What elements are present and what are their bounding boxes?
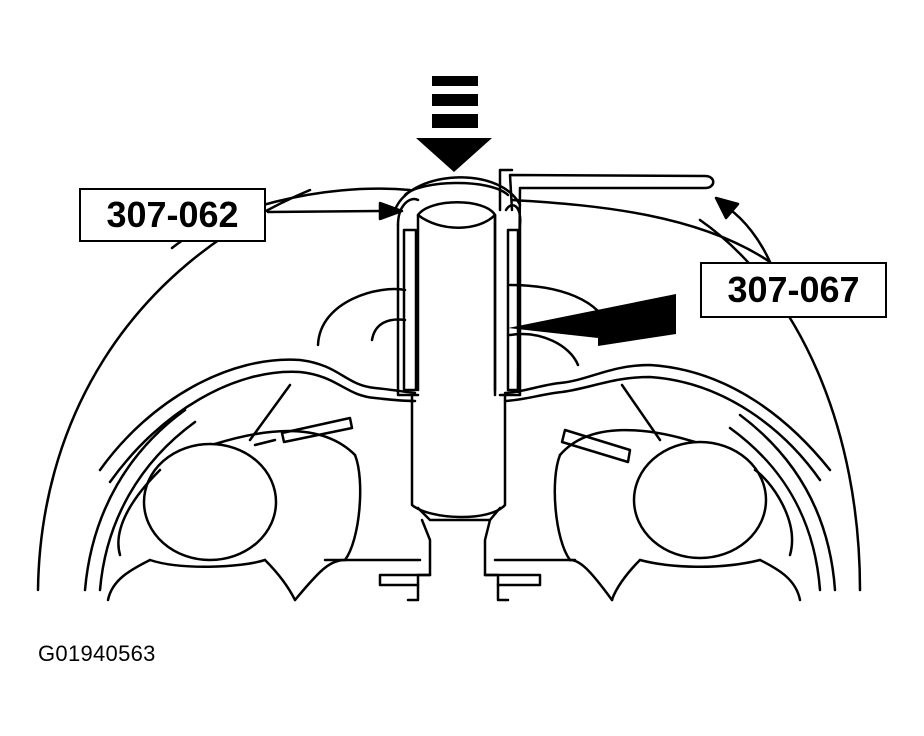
boss-outline [316, 287, 407, 347]
arrow-left-filled-icon [508, 294, 676, 346]
callout-label-307-067: 307-067 [700, 262, 887, 318]
casting-edge-left [98, 358, 417, 472]
rim-left [83, 408, 187, 592]
leader-307-067 [726, 206, 772, 264]
cone-right-lower [610, 558, 642, 602]
shaft-upper [416, 201, 497, 392]
sleeve-left [396, 223, 420, 397]
wire-tool-307-067 [508, 173, 715, 394]
pinion-right [632, 440, 768, 560]
leader-arrowhead-left [378, 201, 404, 221]
callout-label-307-062: 307-062 [79, 188, 266, 242]
leader-307-062 [266, 209, 382, 214]
casting-edge-right [503, 363, 832, 472]
pinion-left [142, 442, 278, 562]
arrow-down-dashed-icon [416, 76, 492, 172]
figure-id-label: G01940563 [38, 641, 156, 666]
rim-right [738, 413, 837, 592]
shaft-body [410, 393, 507, 519]
cone-left-lower [263, 558, 297, 602]
boss-inner-left [370, 318, 407, 342]
leader-arrowhead-right [714, 196, 740, 220]
housing-outline-right [698, 218, 862, 592]
